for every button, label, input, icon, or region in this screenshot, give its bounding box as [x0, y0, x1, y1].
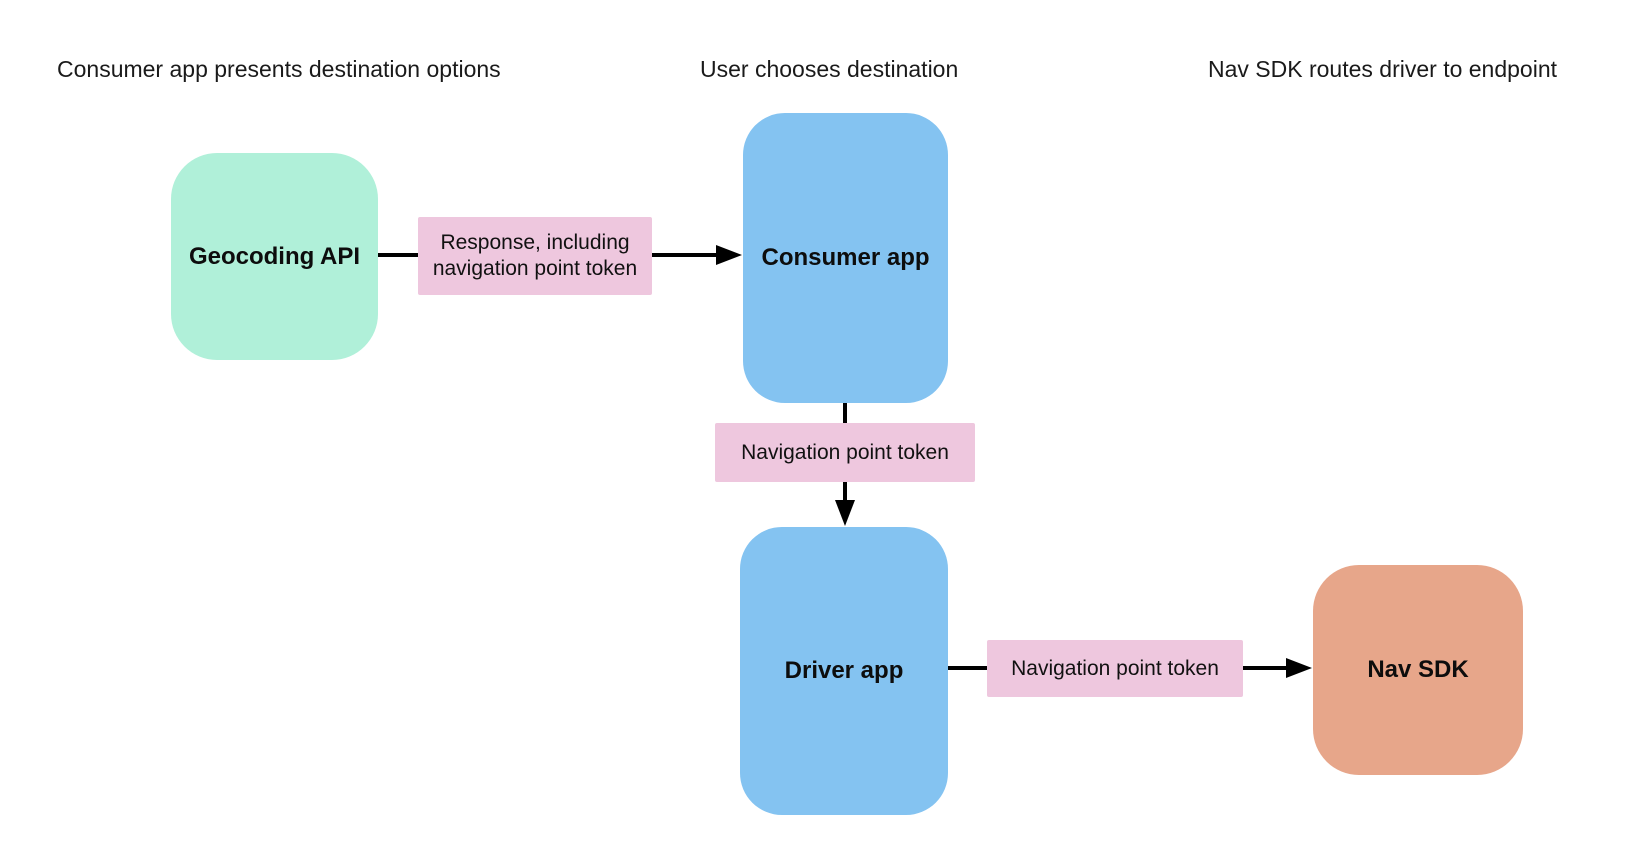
stage-header-user-chooses: User chooses destination: [700, 56, 959, 82]
edge-label-navigation-point-token-2: Navigation point token: [987, 640, 1243, 697]
edge-label-response-token: Response, including navigation point tok…: [418, 217, 652, 295]
node-driver-app: Driver app: [740, 527, 948, 815]
node-nav-sdk: Nav SDK: [1313, 565, 1523, 775]
stage-header-navsdk-routes: Nav SDK routes driver to endpoint: [1208, 56, 1558, 82]
edge-label-navigation-point-token-1: Navigation point token: [715, 423, 975, 482]
stage-header-consumer-presents: Consumer app presents destination option…: [57, 56, 501, 82]
node-geocoding-api: Geocoding API: [171, 153, 378, 360]
node-consumer-app: Consumer app: [743, 113, 948, 403]
